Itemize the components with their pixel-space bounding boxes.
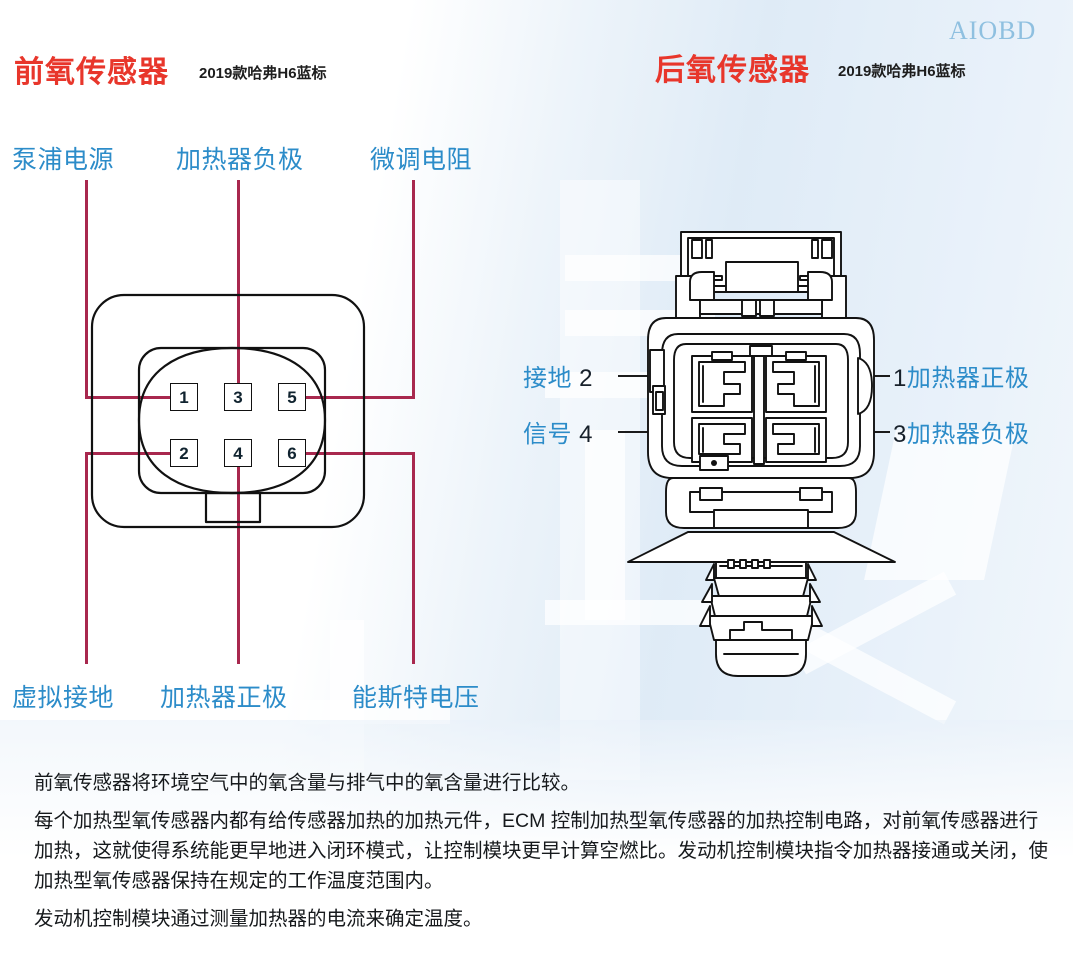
pin-box-6: 6 bbox=[278, 439, 306, 467]
rear-leader-pin3 bbox=[790, 431, 890, 433]
rear-label-signal: 信号 4 bbox=[523, 414, 593, 449]
rear-label-signal-text: 信号 bbox=[523, 421, 572, 448]
rear-leader-pin4 bbox=[618, 431, 750, 433]
leader-pin2-horizontal bbox=[85, 452, 183, 455]
front-sensor-title: 前氧传感器 bbox=[14, 56, 169, 89]
watermark-stroke-10 bbox=[793, 621, 957, 725]
body-paragraph-1: 前氧传感器将环境空气中的氧含量与排气中的氧含量进行比较。 bbox=[34, 772, 581, 794]
label-heater-negative-top: 加热器负极 bbox=[176, 146, 304, 174]
leader-pin1-horizontal bbox=[85, 396, 183, 399]
body-copy: 前氧传感器将环境空气中的氧含量与排气中的氧含量进行比较。 每个加热型氧传感器内都… bbox=[34, 768, 1054, 942]
label-pump-power: 泵浦电源 bbox=[12, 146, 115, 174]
leader-pin4-vertical bbox=[237, 452, 240, 664]
aiobd-watermark: AIOBD bbox=[949, 16, 1037, 45]
leader-pin6-vertical bbox=[412, 452, 415, 664]
watermark-tint-a bbox=[560, 180, 640, 780]
rear-pin-number-2: 2 bbox=[579, 365, 594, 392]
body-paragraph-3: 发动机控制模块通过测量加热器的电流来确定温度。 bbox=[34, 908, 483, 930]
pin-box-3: 3 bbox=[224, 383, 252, 411]
watermark-stroke-1 bbox=[565, 255, 715, 281]
rear-label-ground-text: 接地 bbox=[523, 365, 572, 392]
pin-box-1: 1 bbox=[170, 383, 198, 411]
label-virtual-ground: 虚拟接地 bbox=[12, 684, 115, 712]
watermark-stroke-2 bbox=[565, 310, 715, 336]
pin-box-4: 4 bbox=[224, 439, 252, 467]
leader-pin1-vertical bbox=[85, 180, 88, 398]
rear-label-heater-negative-text: 加热器负极 bbox=[906, 421, 1030, 448]
rear-label-heater-positive: 1加热器正极 bbox=[893, 358, 1029, 393]
rear-sensor-title: 后氧传感器 bbox=[655, 54, 810, 87]
leader-pin5-horizontal bbox=[304, 396, 415, 399]
label-nernst-voltage: 能斯特电压 bbox=[352, 684, 480, 712]
watermark-stroke-9 bbox=[793, 571, 957, 675]
rear-leader-pin1 bbox=[790, 375, 890, 377]
leader-pin5-vertical bbox=[412, 180, 415, 398]
label-trim-resistor: 微调电阻 bbox=[370, 146, 473, 174]
body-paragraph-2: 每个加热型氧传感器内都有给传感器加热的加热元件，ECM 控制加热型氧传感器的加热… bbox=[34, 810, 1049, 892]
pin-box-2: 2 bbox=[170, 439, 198, 467]
rear-leader-pin2 bbox=[618, 375, 750, 377]
rear-pin-number-3: 3 bbox=[893, 421, 907, 448]
rear-pin-number-1: 1 bbox=[893, 365, 907, 392]
watermark-stroke-8 bbox=[864, 430, 1016, 580]
front-sensor-subtitle: 2019款哈弗H6蓝标 bbox=[199, 65, 327, 82]
rear-sensor-subtitle: 2019款哈弗H6蓝标 bbox=[838, 63, 966, 80]
rear-label-heater-positive-text: 加热器正极 bbox=[906, 365, 1030, 392]
rear-pin-number-4: 4 bbox=[579, 421, 594, 448]
pin-box-5: 5 bbox=[278, 383, 306, 411]
leader-pin3-vertical bbox=[237, 180, 240, 398]
leader-pin6-horizontal bbox=[304, 452, 415, 455]
leader-pin2-vertical bbox=[85, 452, 88, 664]
label-heater-positive-bottom: 加热器正极 bbox=[160, 684, 288, 712]
rear-label-heater-negative: 3加热器负极 bbox=[893, 414, 1029, 449]
watermark-stroke-4 bbox=[585, 430, 625, 620]
rear-label-ground: 接地 2 bbox=[523, 358, 593, 393]
watermark-stroke-5 bbox=[545, 600, 735, 625]
